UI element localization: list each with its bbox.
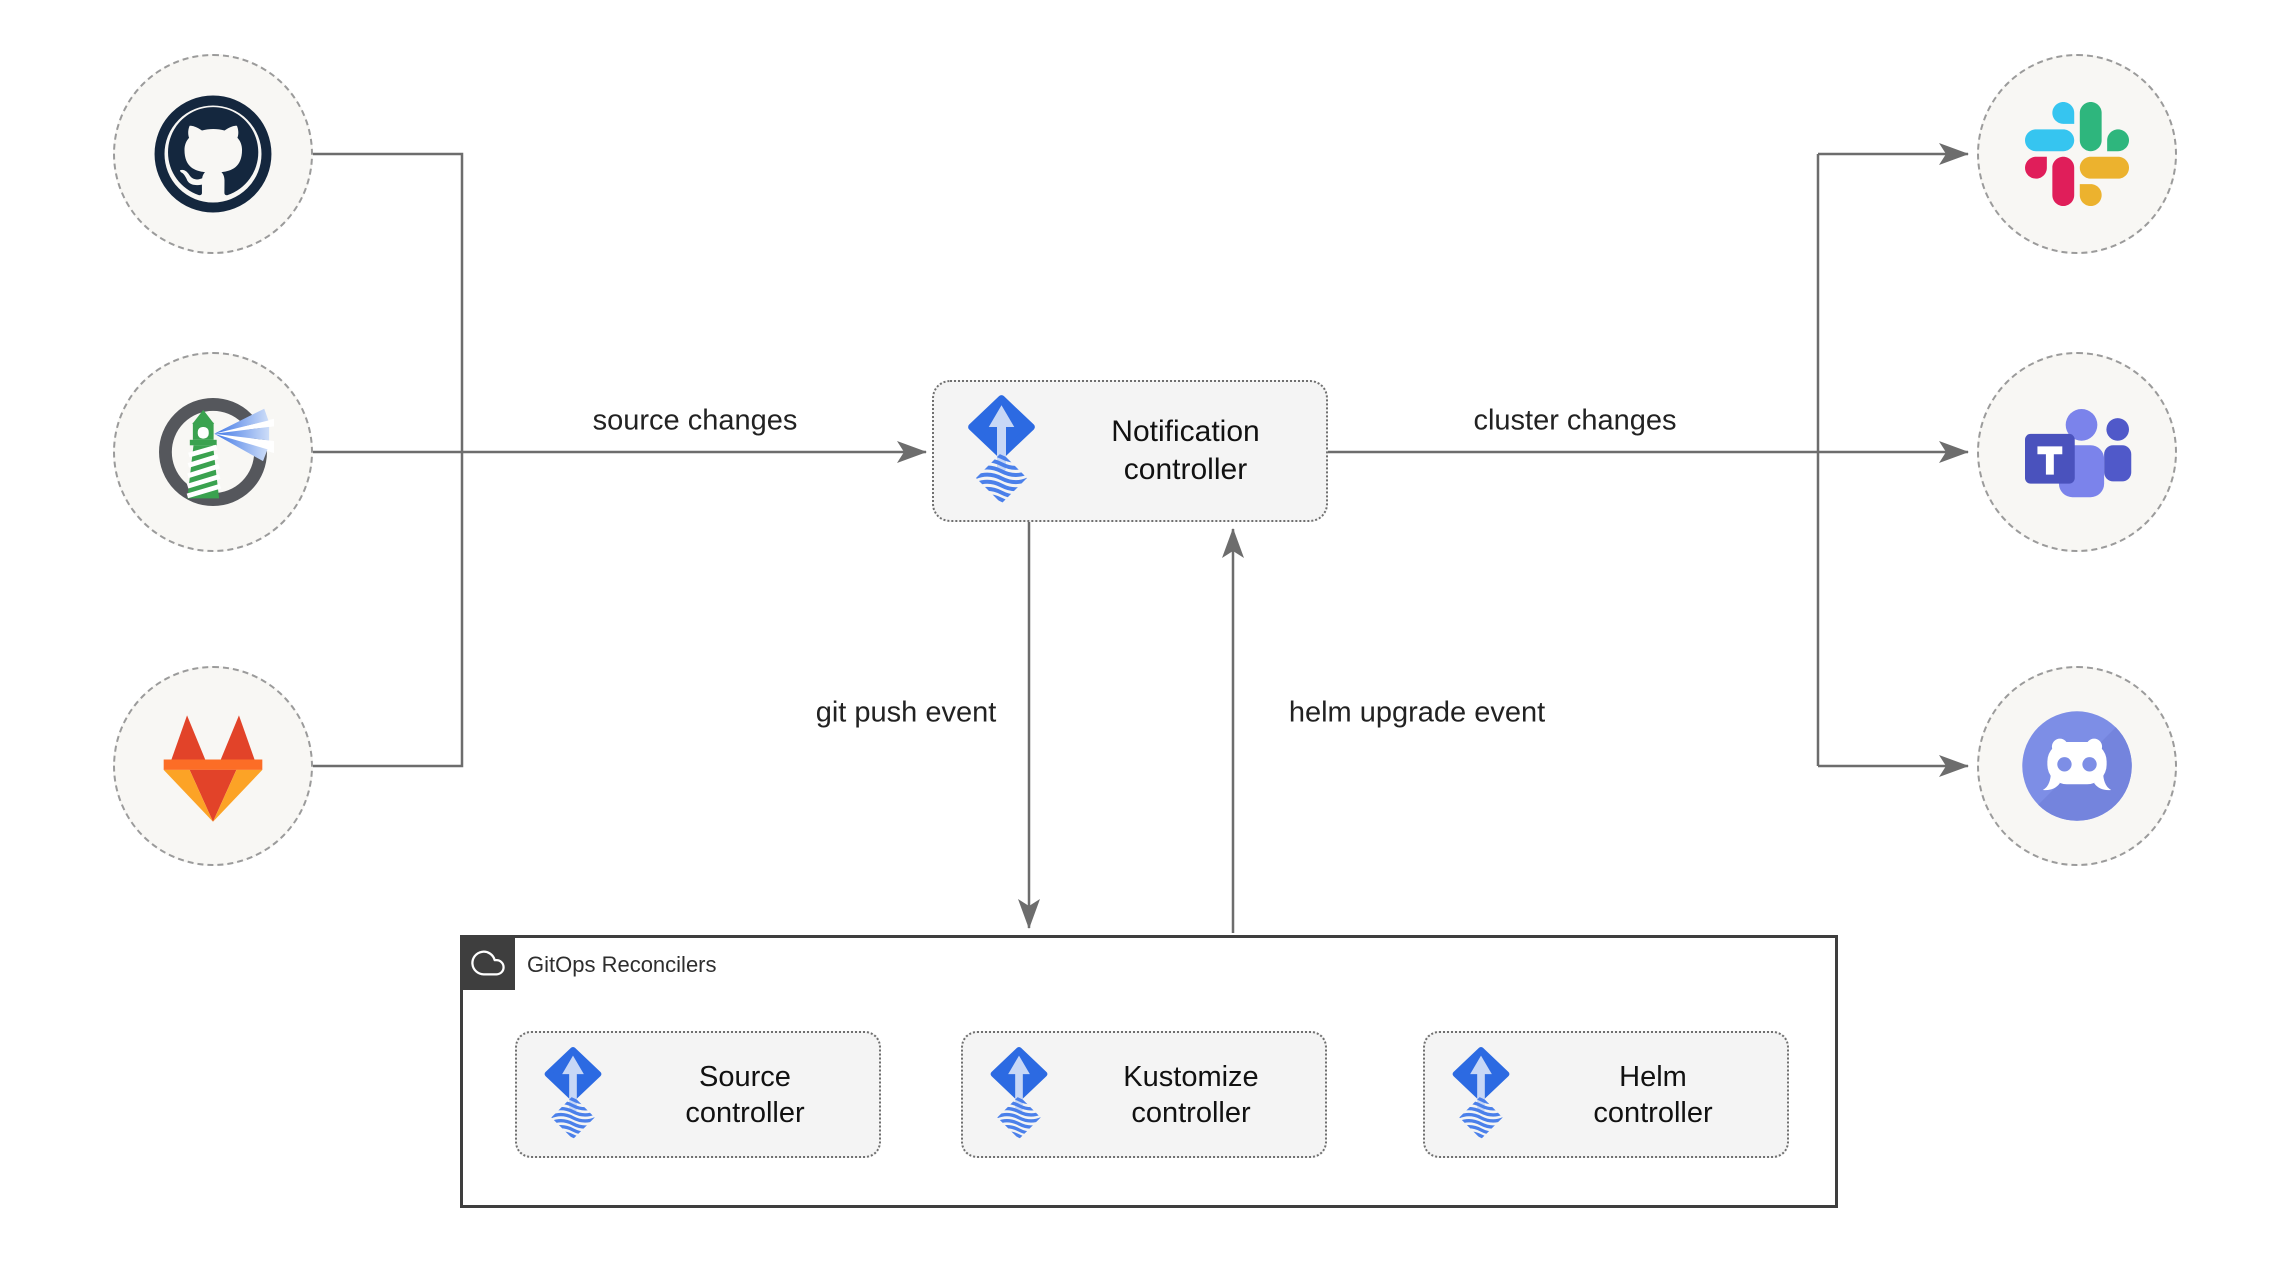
edge-label-helm-upgrade-event: helm upgrade event [1288, 696, 1546, 729]
node-notification-controller: Notification controller [932, 380, 1328, 522]
flux-icon [1449, 1046, 1513, 1143]
slack-icon [2025, 102, 2129, 206]
kustomize-controller-label: Kustomize controller [1123, 1060, 1259, 1129]
node-ms-teams [1977, 352, 2177, 552]
gitlab-icon [163, 715, 263, 822]
edge-label-source-changes: source changes [592, 404, 798, 437]
node-discord [1977, 666, 2177, 866]
gitops-corner-badge [460, 935, 515, 990]
notification-controller-label: Notification controller [1111, 415, 1260, 486]
node-gitlab [113, 666, 313, 866]
flux-icon [541, 1046, 605, 1143]
helm-controller-label: Helm controller [1593, 1060, 1713, 1129]
flux-icon [987, 1046, 1051, 1143]
cloud-icon [470, 950, 505, 975]
harbor-icon [159, 398, 274, 506]
discord-icon [2022, 711, 2132, 821]
gitops-title: GitOps Reconcilers [527, 952, 717, 977]
flux-icon [964, 394, 1039, 508]
source-controller-label: Source controller [685, 1060, 805, 1129]
edge-label-cluster-changes: cluster changes [1473, 404, 1677, 437]
node-source-controller: Source controller [515, 1031, 881, 1158]
node-harbor [113, 352, 313, 552]
edge-left-bus [313, 152, 464, 768]
gitops-reconcilers-group: GitOps Reconcilers Source controller Kus… [460, 935, 1838, 1208]
node-slack [1977, 54, 2177, 254]
node-kustomize-controller: Kustomize controller [961, 1031, 1327, 1158]
github-icon [154, 95, 272, 213]
node-helm-controller: Helm controller [1423, 1031, 1789, 1158]
node-github [113, 54, 313, 254]
edge-label-git-push-event: git push event [815, 696, 997, 729]
teams-icon [2025, 409, 2132, 498]
